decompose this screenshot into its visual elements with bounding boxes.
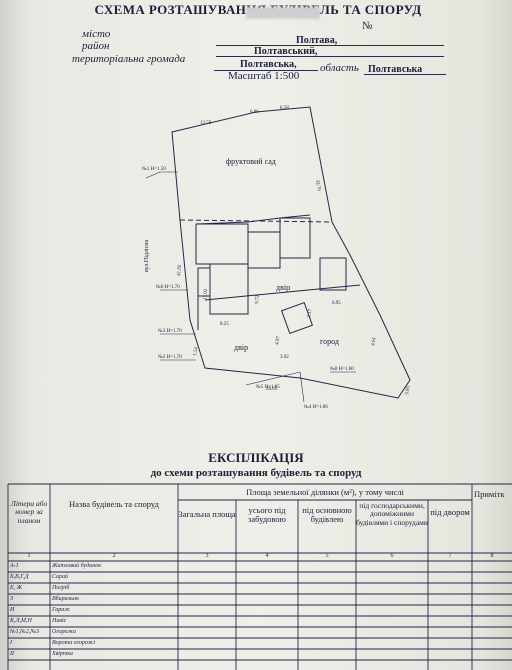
street-label: вул.Підлісна bbox=[144, 240, 150, 272]
community-value: Полтавська, bbox=[240, 59, 297, 70]
plan-dimension: 32.70 bbox=[314, 179, 321, 191]
plan-dimension: 3.85 bbox=[405, 385, 412, 395]
row-name: Навіс bbox=[52, 618, 67, 624]
row-name: Погріб bbox=[52, 585, 70, 591]
row-name: Гараж bbox=[52, 607, 70, 613]
community-label: територіальна громада bbox=[72, 53, 186, 65]
plan-point-label: №8 Н=1.60 bbox=[330, 366, 354, 372]
plan-dimension: 9.72 bbox=[255, 295, 261, 305]
plan-area-label: фруктовий сад bbox=[226, 157, 276, 166]
row-letter: І bbox=[10, 640, 12, 646]
plan-dimension: 2.17 bbox=[307, 308, 314, 318]
col-built-header: усього під забудовою bbox=[248, 505, 286, 525]
plan-dimension: 13.59 bbox=[200, 121, 212, 126]
plan-dimension: 8.25 bbox=[220, 322, 229, 327]
plan-dimension: 6.86 bbox=[250, 110, 259, 115]
col-number: 4 bbox=[265, 553, 269, 559]
row-name: Ворота огорожі bbox=[52, 640, 96, 646]
scale-label: Масштаб 1:500 bbox=[228, 70, 300, 82]
region-label: область bbox=[320, 62, 359, 74]
col-number: 1 bbox=[27, 553, 31, 559]
explication-subtitle: до схеми розташування будівель та споруд bbox=[150, 467, 362, 479]
plan-dimension: 11.02 bbox=[203, 288, 209, 300]
row-letter: З bbox=[10, 596, 13, 602]
explication-title: ЕКСПЛІКАЦІЯ bbox=[208, 450, 304, 465]
col-total-header: Загальна площа bbox=[178, 509, 236, 519]
col-notes-header: Примітк bbox=[474, 489, 505, 499]
plan-dimension: 1.54 bbox=[193, 346, 200, 356]
col-main-header: під основною будівлею bbox=[302, 505, 352, 525]
plan-point-label: №3 Н=1.70 bbox=[158, 328, 182, 334]
plan-area-label: двір bbox=[276, 283, 290, 292]
col-number: 2 bbox=[112, 553, 116, 559]
region-value: Полтавська bbox=[368, 64, 423, 75]
city-label: місто bbox=[82, 28, 111, 40]
col-name-header: Назва будівель та споруд bbox=[69, 499, 159, 509]
region-line bbox=[364, 74, 446, 75]
row-name: Житловий будинок bbox=[52, 563, 102, 569]
plan-point-label: №1 Н=1.50 bbox=[142, 166, 166, 172]
plan-dimension: 28.65 bbox=[266, 387, 278, 392]
plan-point-label: №6 Н=1.70 bbox=[156, 284, 180, 290]
district-line bbox=[216, 56, 444, 57]
plan-dimension: 8.58 bbox=[280, 106, 289, 111]
col-number: 3 bbox=[205, 553, 209, 559]
row-name: Вбиральня bbox=[52, 596, 79, 602]
col-number: 5 bbox=[325, 553, 329, 559]
plan-dimension: 41.82 bbox=[177, 264, 183, 276]
row-letter: И bbox=[10, 607, 15, 613]
number-label: № bbox=[362, 20, 373, 32]
row-name: Сарай bbox=[52, 574, 69, 580]
plan-area-label: двір bbox=[234, 343, 248, 352]
plan-dimension: 6.95 bbox=[332, 301, 341, 306]
row-letter: Б,В,Г,Д bbox=[10, 574, 29, 580]
plan-point-label: №2 Н=1.70 bbox=[158, 354, 182, 360]
row-name: Огорожа bbox=[52, 629, 77, 635]
col-area-group-header: Площа земельної ділянки (м²), у тому чис… bbox=[246, 487, 404, 497]
plan-dimension: 4.61 bbox=[371, 336, 378, 346]
site-plan: фруктовий сад двір двір город вул.Підліс… bbox=[142, 106, 412, 410]
col-aux-header: під господарськими, допоміжними будівлям… bbox=[356, 501, 428, 527]
row-letter: К,Л,М,Н bbox=[10, 618, 32, 624]
col-number: 7 bbox=[448, 553, 452, 559]
row-letter: Е, Ж bbox=[10, 585, 23, 591]
row-letter: №1,№2,№3 bbox=[10, 629, 39, 635]
plan-dimension: 3.92 bbox=[280, 355, 289, 360]
row-letter: ІІ bbox=[10, 651, 14, 657]
district-label: район bbox=[82, 40, 110, 52]
col-letter-header: Літера або номер за планом bbox=[10, 499, 48, 525]
plan-dimension: 4.97 bbox=[275, 335, 282, 345]
city-line bbox=[216, 45, 444, 46]
col-number: 6 bbox=[390, 553, 394, 559]
col-yard-header: під двором bbox=[430, 507, 470, 517]
district-value: Полтавський, bbox=[254, 46, 318, 57]
row-letter: А-1 bbox=[10, 563, 19, 569]
lot-boundary bbox=[171, 106, 411, 399]
row-name: Хвіртка bbox=[52, 651, 73, 657]
plan-point-label: №4 Н=1.66 bbox=[304, 404, 328, 410]
city-value: Полтава, bbox=[296, 35, 338, 46]
community-line bbox=[214, 70, 318, 71]
col-number: 8 bbox=[490, 553, 494, 559]
plan-point-label: №5 Н=1.85 bbox=[256, 384, 280, 390]
plan-area-label: город bbox=[320, 337, 339, 346]
redacted-field bbox=[246, 7, 320, 19]
